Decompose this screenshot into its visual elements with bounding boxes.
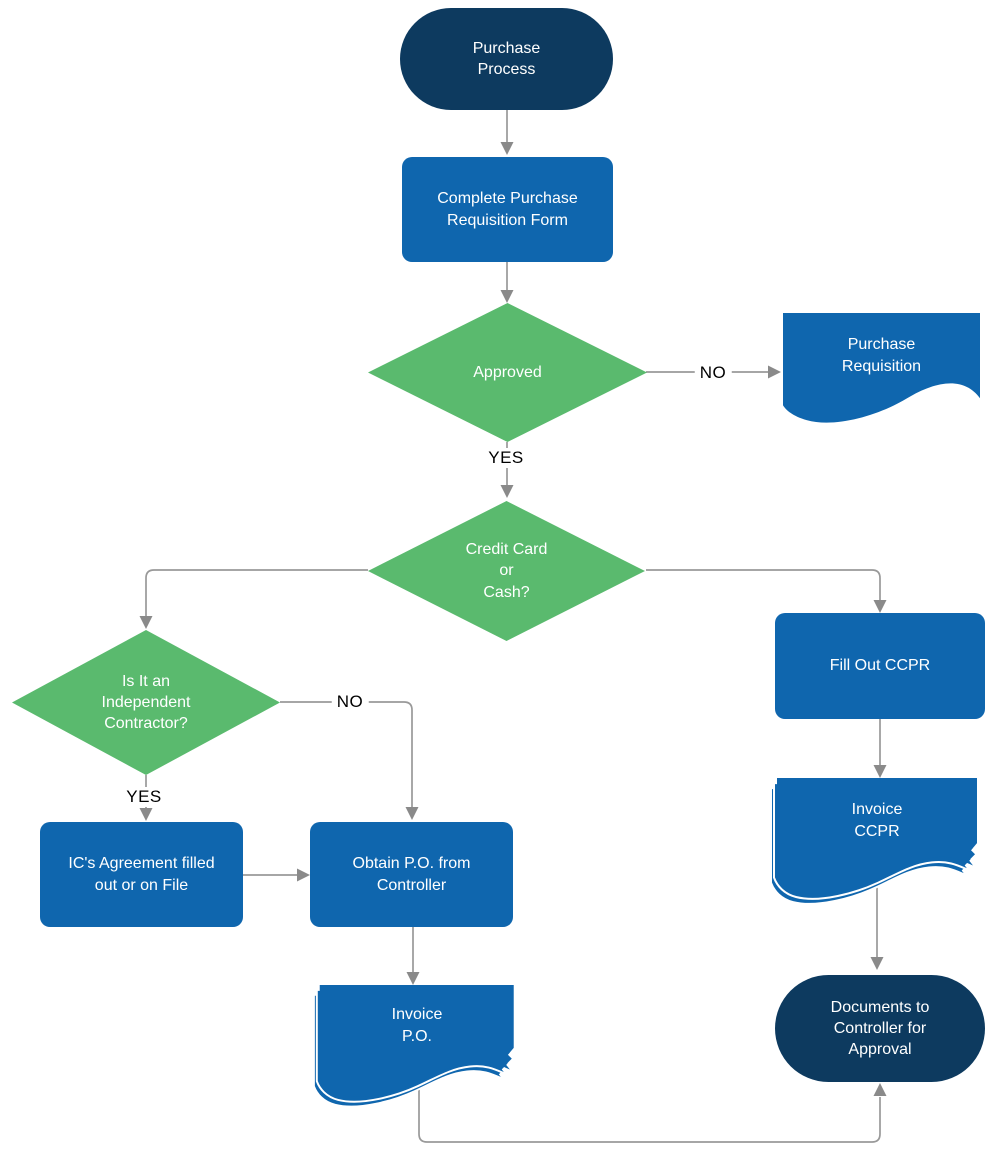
document-path [320,985,514,1097]
node-ic-agreement-label: IC's Agreement filled out or on File [68,855,215,894]
edge-label-ic-yes: YES [121,787,167,807]
node-fill-ccpr-label: Fill Out CCPR [829,657,931,675]
diamond-shape [368,303,647,442]
document-shape [783,313,980,423]
arrowhead-right-icon [297,868,310,882]
diamond-shape [12,630,280,775]
node-obtain-po: Obtain P.O. from Controller [310,822,513,927]
diamond-polygon [368,303,647,442]
node-invoice-po-label: Invoice P.O. [391,1006,443,1045]
arrowhead-down-icon [873,600,887,613]
arrowhead-down-icon [500,142,514,155]
node-invoice-po-document: Invoice P.O. [313,985,514,1108]
node-fill-ccpr: Fill Out CCPR [775,613,985,719]
arrowhead-down-icon [500,485,514,498]
node-credit-or-cash-decision: Credit Card or Cash? [368,501,645,641]
node-purchase-process-label: Purchase Process [472,39,541,78]
node-independent-contractor-label: Is It an Independent Contractor? [101,672,191,733]
edge-credit-to-ccpr [646,569,881,601]
node-approved-label: Approved [473,363,542,381]
arrowhead-down-icon [870,957,884,970]
node-invoice-ccpr-document: Invoice CCPR [770,778,977,905]
arrowhead-down-icon [873,765,887,778]
edge-label-approved-no: NO [694,363,732,383]
diamond-polygon [12,630,280,775]
node-obtain-po-label: Obtain P.O. from Controller [352,855,471,894]
edge-credit-to-ic [145,569,368,617]
node-complete-requisition-form-label: Complete Purchase Requisition Form [437,190,578,229]
multi-document-shape [770,778,977,905]
edge-invoicepo-to-docs [418,1072,881,1143]
document-path [777,778,977,894]
node-independent-contractor-decision: Is It an Independent Contractor? [12,630,280,775]
document-path [783,313,980,423]
node-purchase-requisition-document: Purchase Requisition [783,313,980,430]
diamond-polygon [368,501,645,641]
node-documents-to-controller: Documents to Controller for Approval [775,975,985,1082]
arrowhead-down-icon [405,807,419,820]
diamond-shape [368,501,645,641]
arrowhead-down-icon [500,290,514,303]
node-ic-agreement: IC's Agreement filled out or on File [40,822,243,927]
node-credit-or-cash-label: Credit Card or Cash? [465,541,548,601]
arrowhead-down-icon [406,972,420,985]
multi-document-shape [313,985,514,1108]
node-purchase-requisition-label: Purchase Requisition [841,336,922,375]
node-invoice-ccpr-label: Invoice CCPR [851,801,903,840]
node-purchase-process: Purchase Process [400,8,613,110]
node-documents-to-controller-label: Documents to Controller for Approval [830,998,930,1059]
node-approved-decision: Approved [368,303,647,442]
edge-ic-no [280,701,413,808]
arrowhead-right-icon [768,365,781,379]
edge-label-approved-yes: YES [483,448,529,468]
arrowhead-down-icon [139,808,153,821]
node-complete-requisition-form: Complete Purchase Requisition Form [402,157,613,262]
arrowhead-up-icon [873,1083,887,1096]
edge-label-ic-no: NO [331,692,369,712]
arrowhead-down-icon [139,616,153,629]
